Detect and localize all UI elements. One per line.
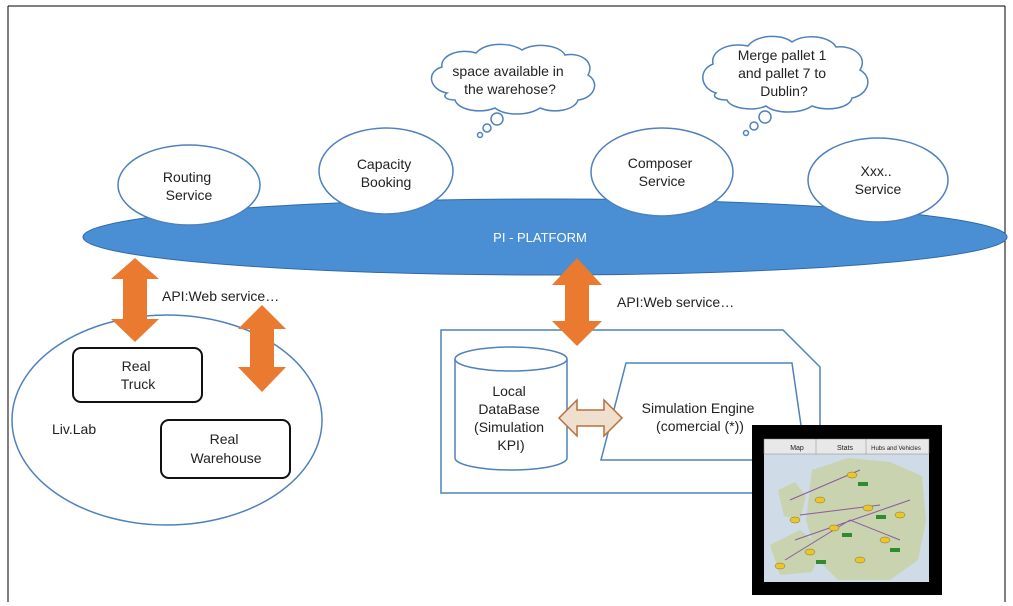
api-label-right: API:Web service… <box>617 294 734 310</box>
simulation-area: Local DataBase (Simulation KPI) Simulati… <box>440 329 821 494</box>
service-xxx-line1: Xxx.. <box>860 163 891 179</box>
real-truck-line2: Truck <box>121 376 156 392</box>
api-label-left: API:Web service… <box>162 288 279 304</box>
real-truck-box <box>72 347 203 403</box>
svg-text:Real Truck: Real Truck <box>121 358 156 392</box>
map-routes <box>784 469 911 561</box>
local-database: Local DataBase (Simulation KPI) <box>454 346 568 471</box>
map-tab-map: Map <box>790 445 804 452</box>
service-composer-line1: Composer <box>628 155 693 171</box>
real-warehouse-line2: Warehouse <box>190 450 261 466</box>
service-routing-line1: Routing <box>163 169 211 185</box>
svg-text:Merge pallet 1 and palle: Merge pallet 1 and pallet 7 to Dublin? <box>738 47 831 99</box>
thought-bubble-merge-pallet: Merge pallet 1 and pallet 7 to Dublin? <box>702 35 869 137</box>
livlab-label: Liv.Lab <box>52 421 96 437</box>
thought-merge-line2: and pallet 7 to <box>738 65 826 81</box>
map-green-bars <box>816 482 900 564</box>
map-tab-stats: Stats <box>837 445 853 452</box>
service-composer: Composer Service <box>590 127 734 217</box>
svg-text:Local DataBase: Local DataBase (Simulation KPI) <box>474 383 548 453</box>
map-screenshot: Map Stats Hubs and Vehicles <box>752 425 942 595</box>
svg-text:Routing Service: Routing Service <box>163 169 215 203</box>
real-warehouse-line1: Real <box>210 431 239 447</box>
service-capacity-line2: Booking <box>361 174 412 190</box>
engine-line2: (comercial (*)) <box>656 418 744 434</box>
svg-text:Real Warehouse: Real Warehouse <box>190 431 261 466</box>
svg-text:Composer Service: Composer Service <box>628 155 696 189</box>
svg-text:Simulation Engine (com: Simulation Engine (comercial (*)) <box>642 400 759 434</box>
service-routing: Routing Service <box>117 144 261 226</box>
database-line3: (Simulation <box>474 419 544 435</box>
map-truck-markers <box>774 471 906 570</box>
service-composer-line2: Service <box>639 173 686 189</box>
map-tab-hubs: Hubs and Vehicles <box>871 446 921 452</box>
thought-merge-line3: Dublin? <box>760 83 808 99</box>
service-capacity-line1: Capacity <box>357 156 411 172</box>
service-xxx: Xxx.. Service <box>807 137 949 223</box>
service-routing-line2: Service <box>166 187 213 203</box>
service-capacity-booking: Capacity Booking <box>318 127 454 215</box>
thought-space-line1: space available in <box>452 63 563 79</box>
api-arrow-right <box>552 258 602 346</box>
api-arrow-left <box>111 258 159 342</box>
pi-platform: PI - PLATFORM <box>82 198 1008 276</box>
svg-text:space available in the w: space available in the warehose? <box>452 63 567 97</box>
livlab-area: Liv.Lab Real Truck Real Warehouse <box>11 314 323 526</box>
map-land-uk <box>778 482 806 520</box>
thought-space-line2: the warehose? <box>464 81 556 97</box>
service-xxx-line2: Service <box>855 181 902 197</box>
db-engine-arrow <box>557 398 624 438</box>
svg-text:Capacity Booking: Capacity Booking <box>357 156 415 190</box>
thought-bubble-space-available: space available in the warehose? <box>430 43 596 139</box>
thought-merge-line1: Merge pallet 1 <box>738 47 827 63</box>
svg-text:Xxx.. Service: Xxx.. Service <box>855 163 902 197</box>
database-line4: KPI) <box>497 437 524 453</box>
api-arrow-livlab <box>238 305 286 392</box>
real-warehouse-box <box>160 419 291 479</box>
engine-line1: Simulation Engine <box>642 400 755 416</box>
pi-platform-label: PI - PLATFORM <box>493 230 587 245</box>
real-truck-line1: Real <box>122 358 151 374</box>
database-line1: Local <box>492 383 525 399</box>
database-line2: DataBase <box>478 401 540 417</box>
